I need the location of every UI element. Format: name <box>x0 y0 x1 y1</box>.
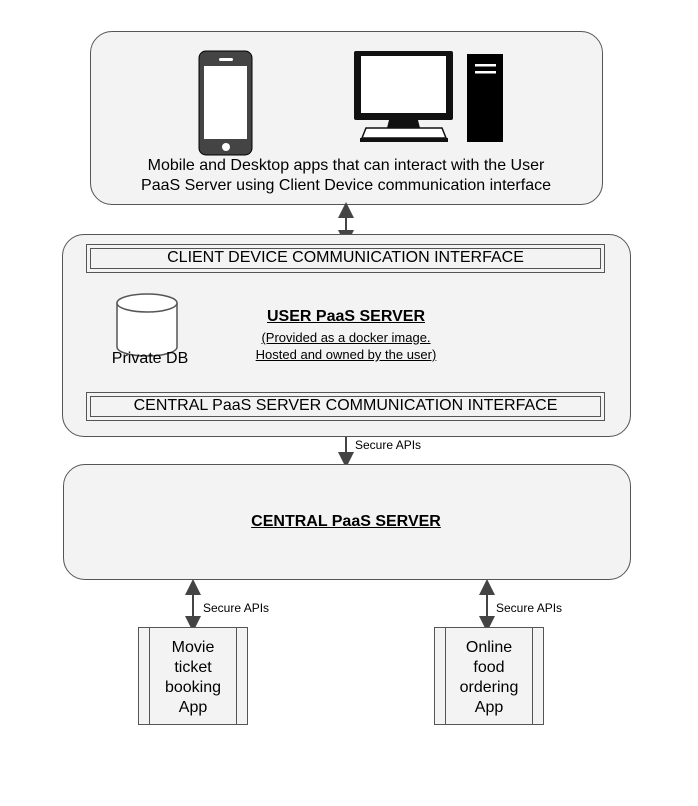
user-paas-server-note: (Provided as a docker image. Hosted and … <box>216 329 476 363</box>
movie-app-name-line: App <box>178 699 208 716</box>
online-food-ordering-app: Online food ordering App <box>434 627 544 725</box>
devices-caption-line2: PaaS Server using Client Device communic… <box>141 177 551 194</box>
central-server-interface: CENTRAL PaaS SERVER COMMUNICATION INTERF… <box>86 392 605 421</box>
food-app-name: Online food ordering App <box>447 638 531 718</box>
client-device-interface-label: CLIENT DEVICE COMMUNICATION INTERFACE <box>167 249 524 266</box>
mobile-phone-icon <box>198 50 253 156</box>
movie-app-name-line: booking <box>164 679 222 696</box>
movie-ticket-booking-app: Movie ticket booking App <box>138 627 248 725</box>
desktop-monitor-icon <box>354 51 453 142</box>
food-app-name-line: Online <box>465 639 513 656</box>
movie-app-name: Movie ticket booking App <box>151 638 235 718</box>
food-app-name-line: ordering <box>459 679 519 696</box>
secure-apis-label-user-central: Secure APIs <box>355 438 422 452</box>
secure-apis-label-movie: Secure APIs <box>203 601 270 615</box>
devices-caption: Mobile and Desktop apps that can interac… <box>96 156 596 196</box>
central-server-interface-label: CENTRAL PaaS SERVER COMMUNICATION INTERF… <box>133 397 558 414</box>
central-paas-server-box <box>63 464 631 580</box>
food-app-name-line: food <box>473 659 505 676</box>
private-db-label: Private DB <box>111 350 189 367</box>
central-paas-server-title: CENTRAL PaaS SERVER <box>251 513 441 530</box>
food-app-name-line: App <box>474 699 504 716</box>
client-device-interface: CLIENT DEVICE COMMUNICATION INTERFACE <box>86 244 605 273</box>
user-paas-server-note-line1: (Provided as a docker image. <box>261 330 431 345</box>
devices-caption-line1: Mobile and Desktop apps that can interac… <box>147 157 545 174</box>
movie-app-name-line: Movie <box>171 639 215 656</box>
client-devices-box <box>90 31 603 205</box>
computer-tower-icon <box>467 54 503 142</box>
user-paas-server-title: USER PaaS SERVER <box>267 308 425 325</box>
user-paas-server-note-line2: Hosted and owned by the user) <box>255 347 437 362</box>
movie-app-name-line: ticket <box>174 659 212 676</box>
secure-apis-label-food: Secure APIs <box>496 601 563 615</box>
